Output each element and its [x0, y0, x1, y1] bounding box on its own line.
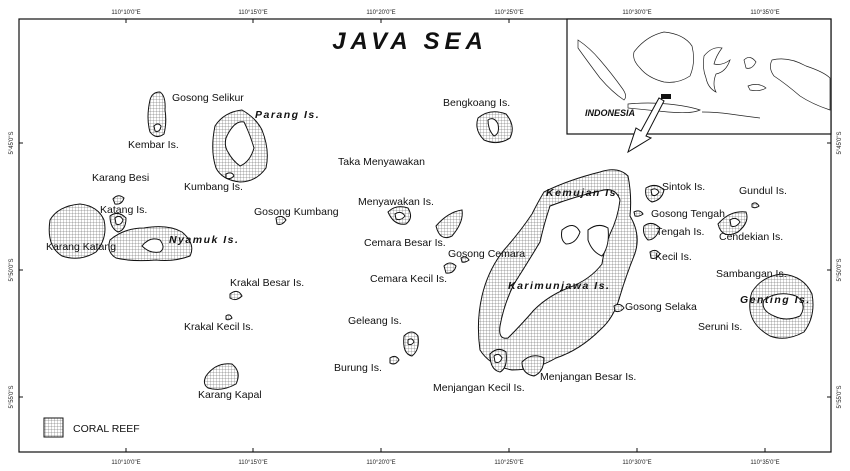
legend-coral-reef-label: CORAL REEF — [73, 423, 140, 435]
krakal-kecil-reef — [225, 314, 233, 321]
inset-country-label: INDONESIA — [585, 108, 635, 118]
gundul-reef — [751, 202, 760, 209]
map-title: JAVA SEA — [332, 28, 488, 55]
top-tick-5: 110°30'0"E — [622, 10, 651, 16]
label-gosong-kumbang: Gosong Kumbang — [254, 206, 339, 218]
label-menjangan-kecil: Menjangan Kecil Is. — [433, 382, 525, 394]
label-geleang: Geleang Is. — [348, 315, 402, 327]
bengkoang-island — [487, 118, 499, 137]
bottom-tick-1: 110°10'0"E — [111, 460, 140, 466]
label-taka-menyawakan: Taka Menyawakan — [338, 156, 425, 168]
label-sintok: Sintok Is. — [662, 181, 705, 193]
label-burung: Burung Is. — [334, 362, 382, 374]
legend-coral-reef-swatch — [43, 417, 64, 438]
top-tick-2: 110°15'0"E — [238, 10, 267, 16]
left-tick-1: 5°45'0"S — [9, 131, 15, 154]
islands — [48, 91, 814, 390]
kembar-island — [153, 123, 162, 132]
kumbang-island — [225, 172, 235, 180]
cemara-besar-reef — [435, 209, 463, 239]
karang-besi-reef — [112, 195, 125, 205]
bottom-tick-2: 110°15'0"E — [238, 460, 267, 466]
karimunjawa-island — [499, 189, 621, 339]
katang-island — [114, 215, 124, 225]
label-cemara-besar: Cemara Besar Is. — [364, 237, 446, 249]
kemujan-island-2 — [587, 224, 609, 257]
label-karang-besi: Karang Besi — [92, 172, 149, 184]
menjangan-kecil-island — [493, 353, 503, 363]
gosong-tengah-reef — [633, 210, 644, 217]
label-cemara-kecil: Cemara Kecil Is. — [370, 273, 447, 285]
menyawakan-island — [394, 211, 406, 221]
cendekian-island — [729, 217, 741, 227]
label-gundul: Gundul Is. — [739, 185, 787, 197]
label-parang: Parang Is. — [255, 109, 320, 121]
label-tengah: Tengah Is. — [656, 226, 704, 238]
inset-map: INDONESIA — [566, 18, 832, 154]
label-gosong-selaka: Gosong Selaka — [625, 301, 697, 313]
left-tick-2: 5°50'0"S — [9, 258, 15, 281]
top-tick-6: 110°35'0"E — [750, 10, 779, 16]
legend: CORAL REEF — [43, 417, 140, 438]
label-gosong-cemara: Gosong Cemara — [448, 248, 525, 260]
top-tick-1: 110°10'0"E — [111, 10, 140, 16]
label-karimunjawa: Karimunjawa Is. — [508, 280, 610, 292]
burung-reef — [389, 355, 400, 365]
label-menjangan-besar: Menjangan Besar Is. — [540, 371, 636, 383]
gosong-cemara-reef — [460, 256, 470, 263]
gosong-selaka-reef — [613, 303, 625, 313]
inset-frame — [566, 18, 832, 135]
krakal-besar-reef — [229, 290, 243, 301]
menjangan-besar-reef — [521, 355, 545, 377]
gosong-kumbang-reef — [275, 215, 287, 225]
right-tick-1: 5°45'0"S — [837, 131, 843, 154]
label-krakal-kecil: Krakal Kecil Is. — [184, 321, 253, 333]
label-gosong-selikur: Gosong Selikur — [172, 92, 244, 104]
label-kumbang: Kumbang Is. — [184, 181, 243, 193]
bottom-tick-6: 110°35'0"E — [750, 460, 779, 466]
label-sambangan: Sambangan Is. — [716, 268, 787, 280]
label-menyawakan: Menyawakan Is. — [358, 196, 434, 208]
kemujan-island — [561, 225, 581, 245]
label-bengkoang: Bengkoang Is. — [443, 97, 510, 109]
label-kecil: Kecil Is. — [655, 251, 692, 263]
kembar-reef — [147, 91, 167, 138]
label-karang-kapal: Karang Kapal — [198, 389, 262, 401]
top-tick-4: 110°25'0"E — [494, 10, 523, 16]
geleang-island — [407, 338, 415, 346]
label-krakal-besar: Krakal Besar Is. — [230, 277, 304, 289]
sintok-island — [650, 188, 660, 197]
label-kemujan: Kemujan Is. — [546, 187, 621, 199]
parang-island — [224, 121, 255, 167]
bottom-tick-3: 110°20'0"E — [366, 460, 395, 466]
label-seruni: Seruni Is. — [698, 321, 742, 333]
karang-kapal-reef — [203, 363, 239, 390]
label-cendekian: Cendekian Is. — [719, 231, 783, 243]
nyamuk-island — [141, 238, 164, 253]
label-kembar: Kembar Is. — [128, 139, 179, 151]
right-tick-2: 5°50'0"S — [837, 258, 843, 281]
bottom-tick-4: 110°25'0"E — [494, 460, 523, 466]
label-nyamuk: Nyamuk Is. — [169, 234, 239, 246]
label-gosong-tengah: Gosong Tengah — [651, 208, 725, 220]
right-tick-3: 5°55'0"S — [837, 385, 843, 408]
left-tick-3: 5°55'0"S — [9, 385, 15, 408]
label-katang: Katang Is. — [100, 204, 147, 216]
label-karang-katang: Karang Katang — [46, 241, 116, 253]
genting-island — [762, 293, 804, 320]
pointer-arrow — [627, 97, 665, 154]
tengah-reef — [643, 222, 661, 241]
label-genting: Genting Is. — [740, 294, 811, 306]
inset-location-marker — [661, 94, 671, 99]
kecil-reef — [649, 249, 661, 259]
top-tick-3: 110°20'0"E — [366, 10, 395, 16]
bottom-tick-5: 110°30'0"E — [622, 460, 651, 466]
cemara-kecil-reef — [443, 262, 457, 274]
karang-katang-reef — [48, 203, 106, 259]
